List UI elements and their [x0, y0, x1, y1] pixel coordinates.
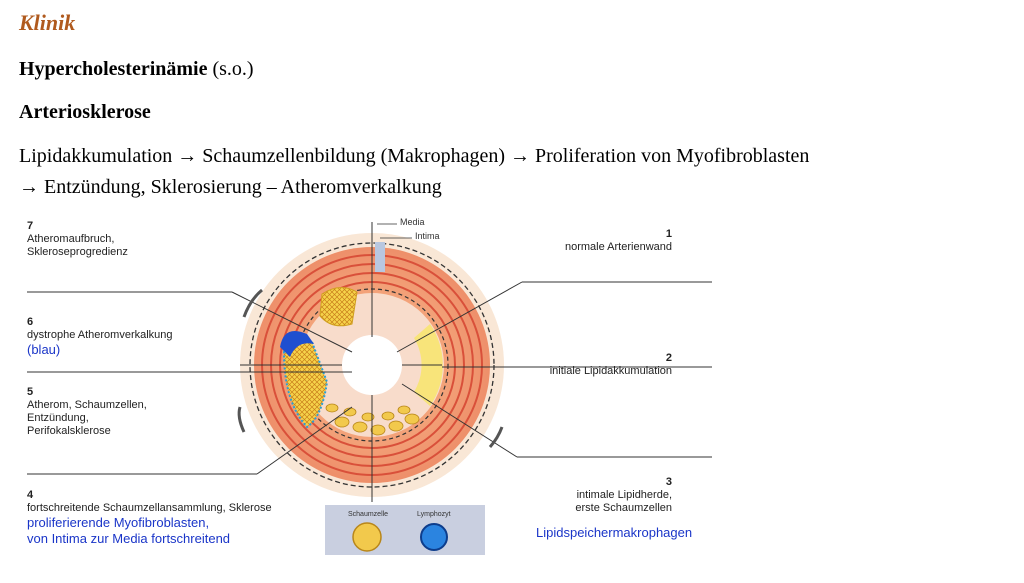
stage-3-text-2: erste Schaumzellen	[575, 502, 672, 514]
stage-4-blue-1: proliferierende Myofibroblasten,	[27, 515, 210, 530]
legend-box	[325, 505, 485, 555]
stage-4-text: fortschreitende Schaumzellansammlung, Sk…	[27, 502, 272, 514]
stage-6-text: dystrophe Atheromverkalkung	[27, 329, 173, 341]
pathogenesis-line-1: Lipidakkumulation → Schaumzellenbildung …	[19, 145, 810, 167]
atheroma-rupture	[319, 287, 358, 327]
stage-6-label: 6 dystrophe Atheromverkalkung (blau)	[27, 316, 173, 358]
stage-3-label: 3 intimale Lipidherde, erste Schaumzelle…	[575, 476, 672, 515]
stage-5-text-1: Atherom, Schaumzellen,	[27, 399, 147, 411]
stage-6-number: 6	[27, 316, 34, 328]
stage-1-label: 1 normale Arterienwand	[565, 228, 672, 254]
stage-7-text-2: Skleroseprogredienz	[27, 246, 128, 258]
lumen	[342, 335, 402, 395]
stage-3-text-1: intimale Lipidherde,	[576, 489, 672, 501]
external-elastic-lamina	[249, 242, 495, 488]
stage-3-number: 3	[665, 476, 672, 488]
atheroma	[282, 336, 329, 429]
legend-foam-label: Schaumzelle	[348, 511, 389, 518]
stage-6-blue: (blau)	[27, 342, 61, 357]
stage-7-text-1: Atheromaufbruch,	[27, 233, 115, 245]
section-heading: Klinik	[19, 10, 76, 35]
stage-2-label: 2 initiale Lipidakkumulation	[550, 352, 672, 378]
stage-7-label: 7 Atheromaufbruch, Skleroseprogredienz	[27, 220, 128, 259]
layer-pointers	[377, 223, 412, 239]
stage-4-number: 4	[27, 489, 34, 501]
foam-cells	[325, 403, 420, 436]
artery-cross-section-diagram	[27, 222, 712, 555]
arteriosclerosis-title: Arteriosklerose	[19, 101, 151, 124]
pathogenesis-line-2: → Entzündung, Sklerosierung – Atheromver…	[19, 176, 442, 198]
stage-1-text: normale Arterienwand	[564, 241, 672, 253]
arteriosclerosis-figure: Media Intima 7 Atheromaufbruch, Sklerose…	[22, 212, 722, 572]
lymphocyte-icon	[420, 523, 448, 551]
stage-2-number: 2	[665, 352, 672, 364]
hypercholesterinemia-line: Hypercholesterinämie (s.o.)	[19, 58, 254, 81]
stage-2-text: initiale Lipidakkumulation	[549, 365, 672, 377]
wall-detail-inset	[375, 242, 385, 272]
stage-3-blue: Lipidspeichermakrophagen	[536, 525, 693, 540]
stage-5-text-2: Entzündung,	[27, 412, 89, 424]
hypercholesterinemia-ref: (s.o.)	[207, 58, 254, 80]
calcification	[280, 330, 314, 357]
legend-lymph-label: Lymphozyt	[417, 511, 451, 518]
stage-5-text-3: Perifokalsklerose	[27, 425, 111, 437]
media-label: Media	[400, 217, 425, 227]
intima-label: Intima	[415, 231, 440, 241]
stage-5-label: 5 Atherom, Schaumzellen, Entzündung, Per…	[27, 386, 147, 438]
stage-5-number: 5	[27, 386, 34, 398]
progression-arrows	[237, 288, 504, 448]
stage-1-number: 1	[665, 228, 672, 240]
label-leaders	[27, 281, 712, 475]
arteriosclerosis-term: Arteriosklerose	[19, 101, 151, 123]
hypercholesterinemia-term: Hypercholesterinämie	[19, 58, 208, 80]
stage-7-number: 7	[27, 220, 34, 232]
stage-4-label: 4 fortschreitende Schaumzellansammlung, …	[27, 489, 272, 547]
foam-cell-icon	[352, 522, 382, 552]
stage-4-blue-2: von Intima zur Media fortschreitend	[27, 531, 231, 546]
sector-dividers	[240, 222, 442, 502]
